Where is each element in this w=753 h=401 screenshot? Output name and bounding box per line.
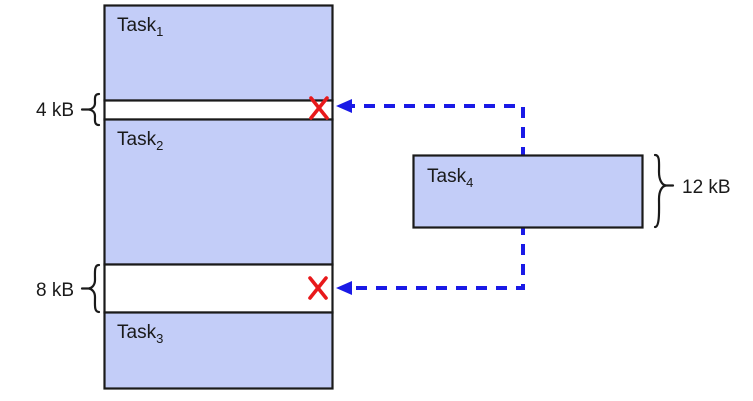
- incoming-task4-box[interactable]: [412, 154, 644, 229]
- memory-hole-4kb[interactable]: [103, 99, 334, 121]
- hole-8kb-annotation: 8 kB: [36, 263, 101, 314]
- arrowhead-up-icon: [336, 99, 352, 113]
- hole-8kb-size-label: 8 kB: [36, 280, 74, 301]
- hole-4kb-size-label: 4 kB: [36, 100, 74, 121]
- arrow-task4-to-hole-8kb: [336, 224, 525, 295]
- hole-4kb-annotation: 4 kB: [36, 92, 101, 127]
- arrowhead-down-icon: [336, 281, 352, 295]
- memory-block-task3-label: Task3: [117, 322, 163, 346]
- memory-block-task3[interactable]: [103, 311, 334, 390]
- brace-12kb-icon: [653, 153, 667, 229]
- brace-4kb-icon: [88, 92, 101, 127]
- reject-mark-hole-8kb: [308, 276, 328, 300]
- incoming-task4-label: Task4: [427, 166, 473, 190]
- memory-block-task2[interactable]: [103, 118, 334, 266]
- brace-8kb-icon: [88, 263, 101, 314]
- main-memory-column: Task1 Task2 Task3: [103, 4, 334, 390]
- memory-block-task1-label: Task1: [117, 15, 163, 39]
- reject-mark-hole-4kb: [309, 96, 329, 120]
- memory-hole-8kb[interactable]: [103, 263, 334, 314]
- task4-size-label: 12 kB: [682, 177, 731, 198]
- memory-block-task2-label: Task2: [117, 129, 163, 153]
- incoming-task4-group: Task4: [412, 154, 644, 229]
- arrow-task4-to-hole-4kb: [336, 99, 525, 158]
- task4-size-annotation: 12 kB: [653, 153, 731, 229]
- memory-block-task1[interactable]: [103, 4, 334, 102]
